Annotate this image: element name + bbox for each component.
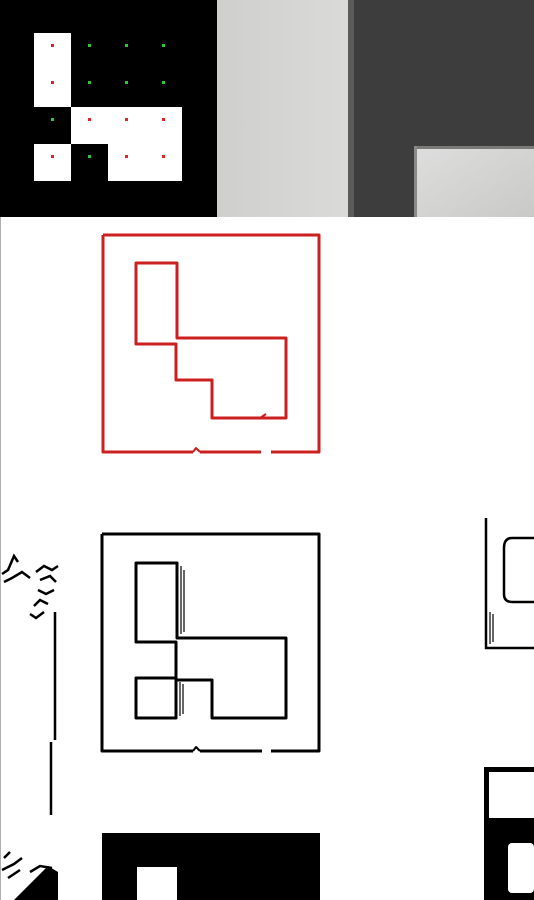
marker-white-cell — [34, 70, 71, 107]
photo-dark-edge — [348, 0, 354, 217]
marker-sample-dot — [162, 81, 165, 84]
right-edge-fragments — [484, 518, 534, 650]
photo-corner-edge — [416, 146, 534, 149]
threshold-white-cell — [137, 867, 177, 900]
fragment-black-wedge-2 — [30, 880, 52, 900]
red-outer-bottom-gap — [192, 447, 201, 453]
edge-outer-bottom-gap — [192, 746, 201, 752]
edge-upper-block — [134, 561, 288, 720]
edge-lower-block — [134, 676, 178, 720]
right-threshold-panel — [484, 767, 534, 900]
marker-sample-dot — [162, 118, 165, 121]
marker-sample-dot — [51, 155, 54, 158]
marker-sample-dot — [125, 44, 128, 47]
photo-light-corner — [416, 146, 534, 217]
marker-grid-panel — [0, 0, 217, 217]
right-threshold-white-corner — [508, 843, 534, 893]
marker-sample-dot — [51, 118, 54, 121]
edge-map-panel — [100, 532, 321, 753]
marker-white-cell — [108, 107, 145, 144]
marker-sample-dot — [125, 155, 128, 158]
marker-white-cell — [145, 107, 182, 144]
fragment-scribble-bottom — [1, 851, 53, 880]
marker-sample-dot — [51, 81, 54, 84]
marker-sample-dot — [125, 118, 128, 121]
red-contour-panel — [101, 233, 321, 454]
edge-outer-square — [100, 532, 321, 753]
threshold-black-block — [102, 833, 320, 900]
photo-corner-edge-left — [414, 146, 417, 217]
marker-white-cell — [145, 144, 182, 181]
marker-sample-dot — [162, 155, 165, 158]
marker-white-cells — [34, 33, 182, 181]
right-fragment-vertical — [484, 518, 534, 650]
marker-white-cell — [108, 144, 145, 181]
marker-sample-dots — [51, 44, 165, 158]
marker-white-cell — [34, 33, 71, 70]
red-inner-shape — [134, 261, 288, 420]
camera-crop-panel — [217, 0, 534, 217]
marker-sample-dot — [88, 155, 91, 158]
red-inner-notch — [259, 413, 267, 419]
left-edge-fragments — [1, 553, 59, 880]
red-outer-square — [101, 233, 321, 454]
right-fragment-rounded — [502, 536, 534, 604]
marker-sample-dot — [125, 81, 128, 84]
marker-sample-dot — [162, 44, 165, 47]
marker-sample-dot — [88, 118, 91, 121]
marker-sample-dot — [88, 44, 91, 47]
marker-sample-dot — [51, 44, 54, 47]
threshold-panel — [102, 833, 320, 900]
marker-sample-dot — [88, 81, 91, 84]
marker-white-cell — [34, 144, 71, 181]
marker-white-cell — [71, 107, 108, 144]
fragment-scribble-top — [1, 553, 59, 620]
right-threshold-white-inset — [489, 772, 534, 818]
